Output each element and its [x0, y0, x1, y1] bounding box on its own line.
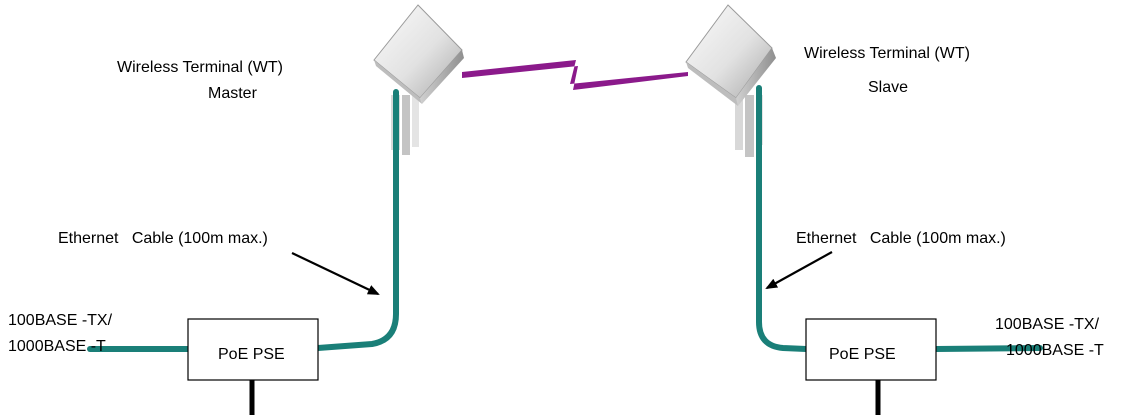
- slave-port-label-line2: 1000BASE -T: [1006, 342, 1104, 359]
- master-cable-label: Ethernet Cable (100m max.): [58, 230, 268, 247]
- slave-arrow-icon: [765, 251, 833, 289]
- slave-ethernet-cable: [756, 85, 809, 352]
- master-port-label-line2: 1000BASE -T: [8, 338, 106, 355]
- slave-antenna-icon: [685, 4, 776, 157]
- master-poe-pse-label: PoE PSE: [218, 346, 285, 363]
- master-role-label: Master: [208, 85, 258, 102]
- slave-poe-pse-box: [805, 318, 937, 381]
- slave-poe-pse-label: PoE PSE: [829, 346, 896, 363]
- master-antenna-icon: [373, 4, 464, 155]
- slave-port-label-line1: 100BASE -TX/: [995, 316, 1100, 333]
- slave-uplink-cable: [933, 345, 1043, 352]
- master-title: Wireless Terminal (WT): [117, 59, 283, 76]
- slave-cable-label: Ethernet Cable (100m max.): [796, 230, 1006, 247]
- wireless-link-lightning-bolt-icon: [462, 60, 688, 90]
- master-ethernet-cable: [315, 89, 399, 351]
- slave-title: Wireless Terminal (WT): [804, 45, 970, 62]
- master-port-label-line1: 100BASE -TX/: [8, 312, 113, 329]
- slave-role-label: Slave: [868, 79, 908, 96]
- master-poe-pse-box: [187, 318, 319, 381]
- master-arrow-icon: [291, 252, 380, 295]
